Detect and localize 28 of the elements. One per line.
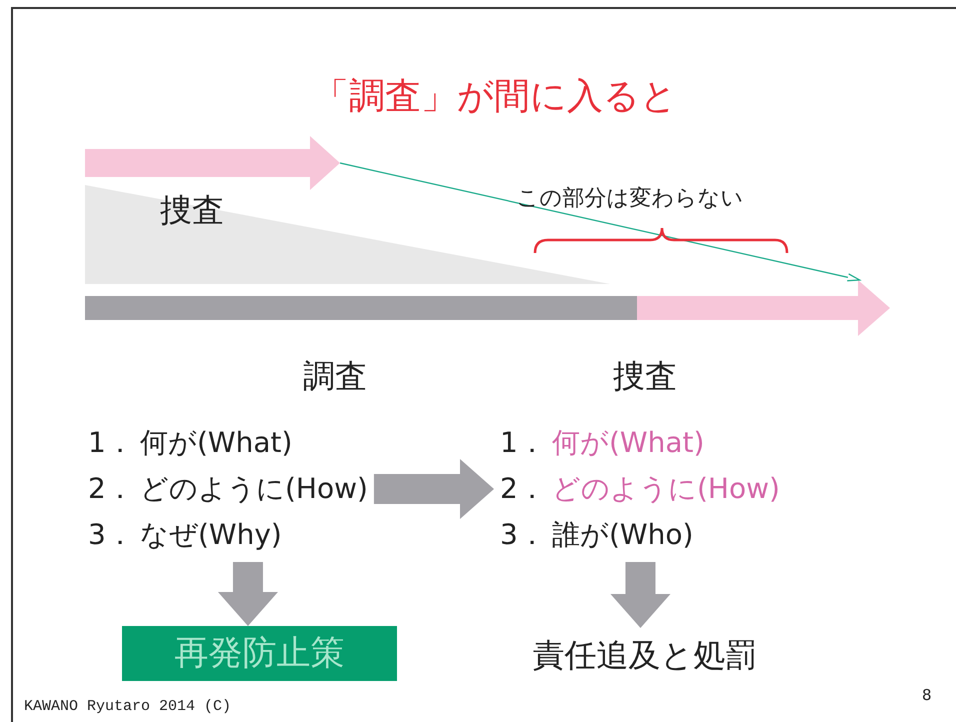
slide-title: 「調査」が間に入ると	[312, 75, 678, 119]
list-number: 2．	[500, 471, 547, 507]
list-number: 1．	[88, 425, 135, 461]
list-number: 3．	[500, 517, 547, 553]
outcome-text: 責任追及と処罰	[495, 628, 795, 683]
block-arrow	[85, 136, 340, 190]
bracket-note: この部分は変わらない	[516, 185, 744, 213]
footer-credit: KAWANO Ryutaro 2014 (C)	[24, 698, 232, 715]
block-arrow	[637, 280, 890, 336]
phase-label: 捜査	[160, 190, 224, 231]
page-number: 8	[922, 686, 932, 704]
list-item: 何が(What)	[552, 426, 704, 459]
block-arrow	[218, 562, 278, 626]
block-arrow	[374, 459, 494, 519]
list-item: 何が(What)	[140, 426, 292, 459]
list-item: どのように(How)	[552, 472, 780, 505]
list-item: どのように(How)	[140, 472, 368, 505]
list-number: 1．	[500, 425, 547, 461]
list-item: なぜ(Why)	[140, 518, 282, 551]
list-item: 誰が(Who)	[552, 518, 694, 551]
phase-label: 調査	[302, 356, 368, 397]
phase-label: 捜査	[612, 356, 678, 397]
arrow	[340, 162, 860, 282]
list-number: 3．	[88, 517, 135, 553]
list-number: 2．	[88, 471, 135, 507]
block-arrow	[610, 562, 670, 628]
measure-box: 再発防止策	[122, 626, 397, 681]
timeline-bar	[85, 296, 637, 320]
